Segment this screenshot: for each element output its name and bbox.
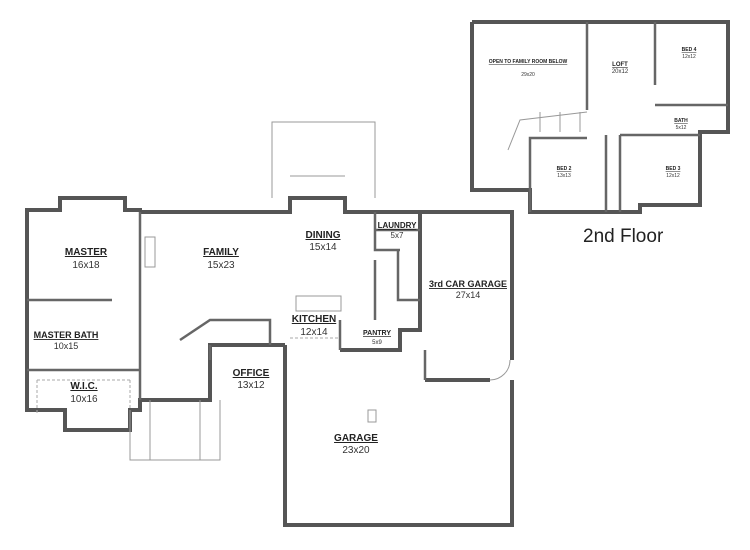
room-label-laundry: LAUNDRY xyxy=(378,221,417,230)
room-label-garage: GARAGE xyxy=(334,433,378,444)
room-size-bed-4: 12x12 xyxy=(682,54,696,60)
room-size-bed-2: 13x13 xyxy=(557,173,571,179)
room-size-family: 15x23 xyxy=(207,260,235,271)
room-size-kitchen: 12x14 xyxy=(300,327,328,338)
room-size-bed-3: 12x12 xyxy=(666,173,680,179)
room-size-pantry: 5x9 xyxy=(372,340,382,346)
second-floor-walls xyxy=(470,20,730,214)
room-size-laundry: 5x7 xyxy=(391,231,404,240)
room-label-family: FAMILY xyxy=(203,247,239,258)
second-floor-caption: 2nd Floor xyxy=(583,226,664,247)
main-floor-walls xyxy=(25,121,514,527)
room-size-3rd-car-garage: 27x14 xyxy=(456,290,481,300)
room-size-dining: 15x14 xyxy=(309,242,337,253)
room-label-bath: BATH xyxy=(674,118,688,124)
room-label-bed-4: BED 4 xyxy=(682,47,697,53)
room-label-dining: DINING xyxy=(306,230,341,241)
room-label-bed-2: BED 2 xyxy=(557,166,572,172)
room-size-garage: 23x20 xyxy=(342,445,370,456)
room-size-office: 13x12 xyxy=(237,380,265,391)
room-size-wic: 10x16 xyxy=(70,394,98,405)
room-size-open-to-below: 29x20 xyxy=(521,72,535,78)
room-label-office: OFFICE xyxy=(233,368,270,379)
room-label-bed-3: BED 3 xyxy=(666,166,681,172)
room-label-master: MASTER xyxy=(65,247,108,258)
room-size-master: 16x18 xyxy=(72,260,100,271)
room-size-loft: 20x12 xyxy=(612,69,629,75)
room-label-wic: W.I.C. xyxy=(70,381,97,392)
room-size-master-bath: 10x15 xyxy=(54,341,79,351)
room-size-bath: 5x12 xyxy=(676,125,687,131)
room-label-master-bath: MASTER BATH xyxy=(34,330,99,340)
room-label-kitchen: KITCHEN xyxy=(292,314,336,325)
room-label-loft: LOFT xyxy=(612,62,628,68)
room-label-3rd-car-garage: 3rd CAR GARAGE xyxy=(429,279,507,289)
room-label-open-to-below: OPEN TO FAMILY ROOM BELOW xyxy=(489,59,568,65)
room-label-pantry: PANTRY xyxy=(363,330,391,337)
